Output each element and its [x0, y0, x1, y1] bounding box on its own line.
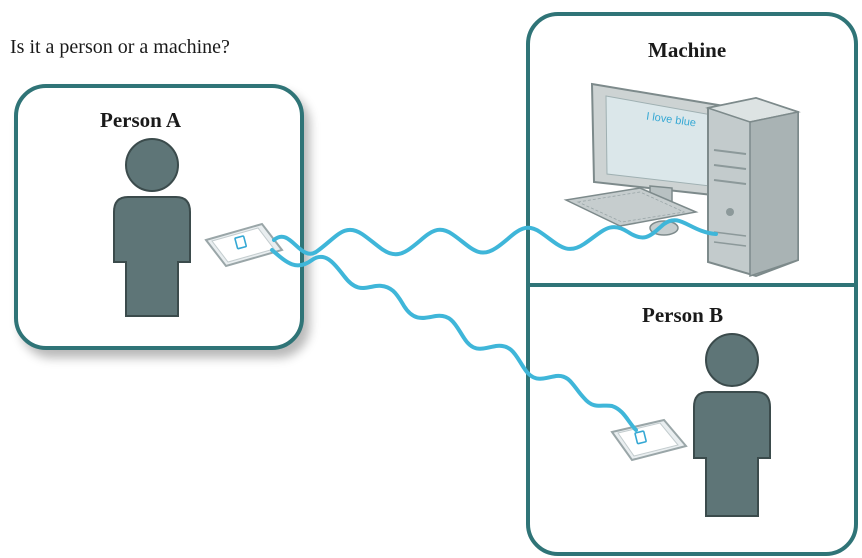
panel-divider	[530, 283, 854, 287]
machine-label: Machine	[648, 38, 727, 62]
person-b-label: Person B	[642, 303, 724, 327]
person-a-panel: Person A	[14, 84, 304, 350]
right-panel: Machine Person B	[526, 12, 858, 556]
person-a-label: Person A	[100, 108, 182, 132]
question-text: Is it a person or a machine?	[10, 36, 230, 58]
